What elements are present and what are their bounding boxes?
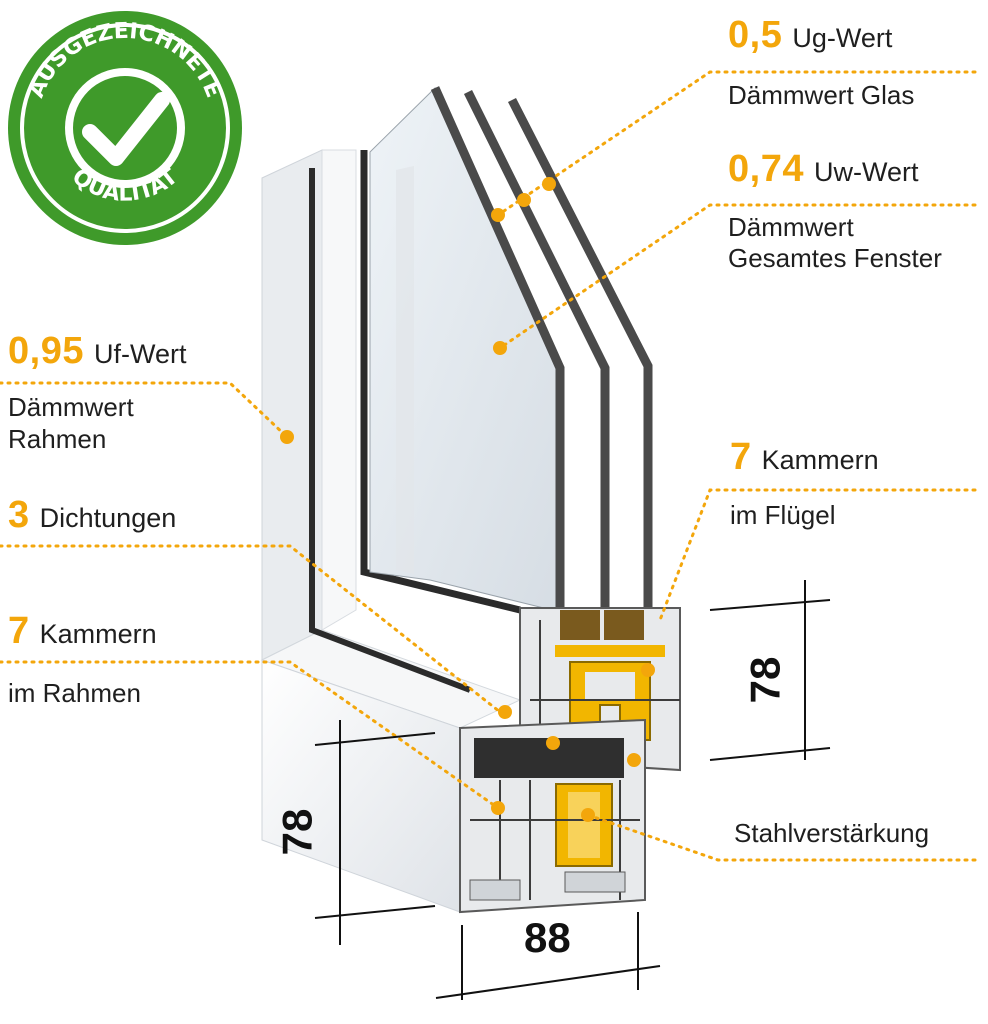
callout-kammern-rahmen: 7 Kammern	[8, 610, 157, 653]
leader-lines	[0, 70, 977, 862]
uf-key: Uf-Wert	[93, 339, 187, 369]
dimension-lines	[314, 580, 831, 1000]
callout-stahl: Stahlverstärkung	[734, 818, 930, 848]
uf-value: 0,95	[8, 330, 84, 372]
dim-frame-depth: 88	[524, 914, 571, 961]
triple-glazing	[369, 86, 653, 614]
kammern-fluegel-value: 7	[730, 436, 752, 478]
ug-desc: Dämmwert Glas	[728, 80, 915, 110]
ug-value: 0,5	[728, 14, 783, 56]
leader-kammern-fluegel	[658, 488, 977, 622]
kammern-fluegel-desc: im Flügel	[730, 500, 836, 530]
ug-key: Ug-Wert	[792, 23, 893, 53]
kammern-rahmen-value: 7	[8, 610, 30, 652]
leader-uw	[498, 203, 977, 350]
leader-dichtungen	[0, 544, 502, 714]
sash-gasket	[309, 150, 521, 693]
dichtungen-key: Dichtungen	[39, 503, 177, 533]
callout-uf: 0,95 Uf-Wert	[8, 330, 186, 373]
uw-desc-2: Gesamtes Fenster	[728, 243, 942, 273]
uw-value: 0,74	[728, 148, 804, 190]
callout-uw: 0,74 Uw-Wert	[728, 148, 918, 191]
quality-badge: AUSGEZEICHNETE QUALITÄT	[8, 11, 242, 245]
uf-desc-2: Rahmen	[8, 424, 107, 454]
dichtungen-value: 3	[8, 494, 30, 536]
uw-key: Uw-Wert	[813, 157, 919, 187]
uf-desc-1: Dämmwert	[8, 392, 134, 422]
dim-frame-height: 78	[273, 808, 321, 856]
outer-frame	[260, 149, 522, 913]
callout-ug: 0,5 Ug-Wert	[728, 14, 892, 57]
callout-kammern-fluegel: 7 Kammern	[730, 436, 879, 479]
marker-dots	[280, 177, 655, 822]
checkmark-icon	[82, 92, 170, 166]
kammern-rahmen-key: Kammern	[39, 619, 157, 649]
callout-dichtungen: 3 Dichtungen	[8, 494, 176, 537]
leader-uf	[0, 381, 289, 439]
leader-ug	[496, 70, 977, 217]
leader-stahl	[586, 813, 977, 862]
kammern-fluegel-key: Kammern	[761, 445, 879, 475]
dim-sash-depth: 78	[741, 656, 789, 704]
leader-kammern-rahmen	[0, 660, 500, 810]
kammern-rahmen-desc: im Rahmen	[8, 678, 141, 708]
uw-desc-1: Dämmwert	[728, 212, 854, 242]
